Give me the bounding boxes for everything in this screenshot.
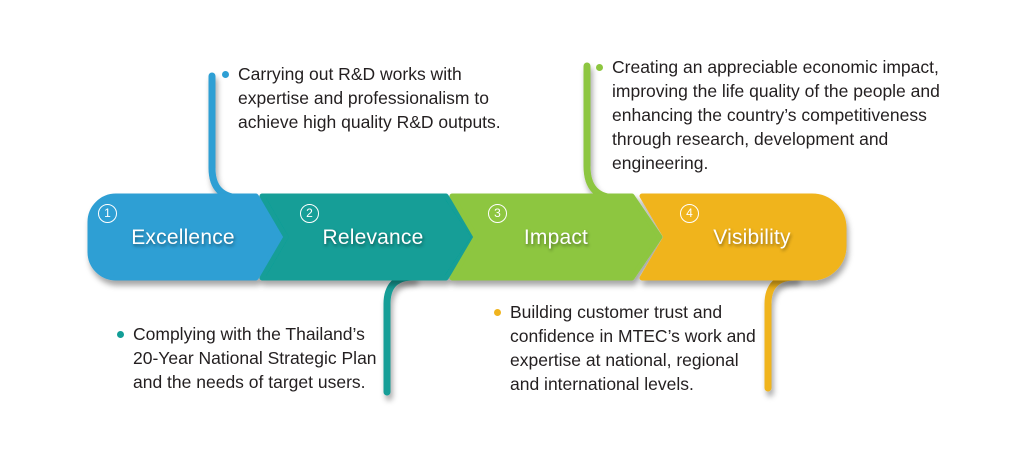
badge-number-4: 4: [680, 204, 699, 223]
callout-visibility: Building customer trust and confidence i…: [494, 300, 764, 396]
callout-text: Creating an appreciable economic impact,…: [612, 57, 940, 173]
callout-impact: Creating an appreciable economic impact,…: [596, 55, 966, 175]
chevron-excellence: [87, 193, 287, 281]
callout-text: Building customer trust and confidence i…: [510, 302, 756, 394]
badge-number-3: 3: [488, 204, 507, 223]
connector-visibility: [764, 273, 799, 392]
bullet-icon: [596, 64, 603, 71]
label-excellence: Excellence: [131, 226, 235, 249]
label-relevance: Relevance: [322, 226, 424, 249]
bullet-icon: [117, 331, 124, 338]
bullet-icon: [494, 309, 501, 316]
label-impact: Impact: [523, 226, 589, 249]
badge-number-2: 2: [300, 204, 319, 223]
callout-relevance: Complying with the Thailand’s 20-Year Na…: [117, 322, 397, 394]
callout-text: Carrying out R&D works with expertise an…: [238, 64, 501, 132]
callout-text: Complying with the Thailand’s 20-Year Na…: [133, 324, 377, 392]
callout-excellence: Carrying out R&D works with expertise an…: [222, 62, 522, 134]
label-visibility: Visibility: [713, 226, 791, 249]
bullet-icon: [222, 71, 229, 78]
badge-number-1: 1: [98, 204, 117, 223]
